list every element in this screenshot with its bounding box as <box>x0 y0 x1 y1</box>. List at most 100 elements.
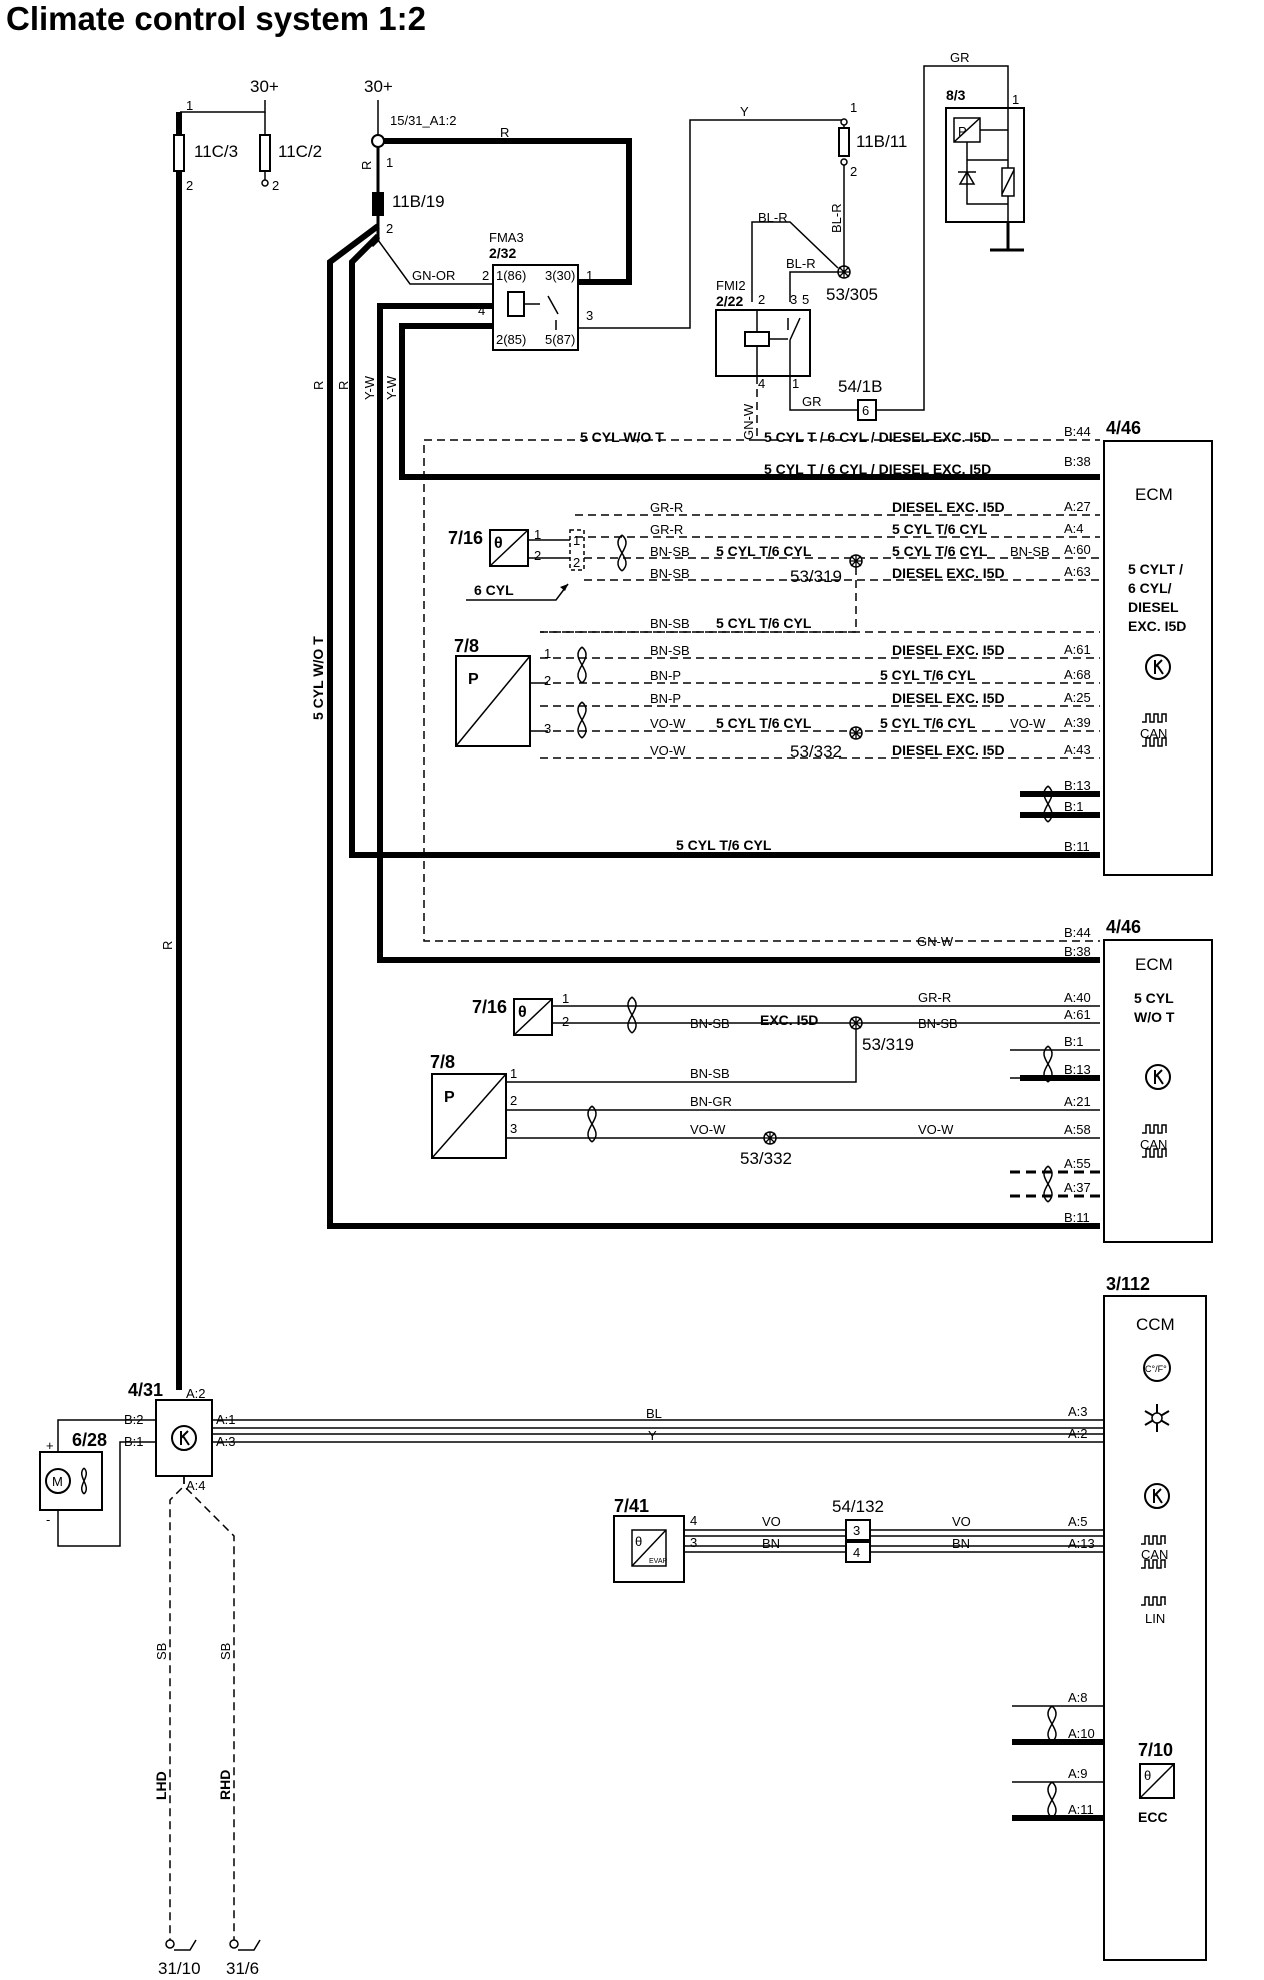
svg-text:3(30): 3(30) <box>545 268 575 283</box>
svg-text:-: - <box>46 1512 50 1527</box>
pin-label: BN-SB <box>650 544 690 559</box>
splice-53-332-top <box>849 726 863 740</box>
pin-label: BN-P <box>650 668 681 683</box>
pin-label: BN-SB <box>650 566 690 581</box>
svg-text:2: 2 <box>272 178 279 193</box>
pin-label: 5 CYL T/6 CYL <box>716 543 812 559</box>
svg-text:4: 4 <box>853 1545 860 1560</box>
component-8-3-label: 8/3 <box>946 87 966 103</box>
pin-label: 5 CYL T/6 CYL <box>880 667 976 683</box>
ecm1-k-icon <box>1145 654 1171 680</box>
svg-text:1: 1 <box>186 98 193 113</box>
lin-icon <box>1141 1596 1166 1606</box>
svg-text:+: + <box>46 1438 54 1453</box>
svg-text:P: P <box>958 124 967 139</box>
wire-yw-2 <box>399 323 1100 480</box>
splice-53-305 <box>837 265 851 279</box>
svg-text:BL-R: BL-R <box>786 256 816 271</box>
svg-text:BN-SB: BN-SB <box>690 1066 730 1081</box>
sensor-7-8-bottom-label: 7/8 <box>430 1052 455 1072</box>
svg-text:1: 1 <box>386 155 393 170</box>
component-7-10-label: 7/10 <box>1138 1740 1173 1760</box>
svg-text:2: 2 <box>482 268 489 283</box>
svg-text:Y: Y <box>740 104 749 119</box>
svg-text:EXC. I5D: EXC. I5D <box>1128 618 1186 634</box>
svg-text:3: 3 <box>790 292 797 307</box>
supply-30-label-1: 30+ <box>250 77 279 96</box>
sensor-7-41-label: 7/41 <box>614 1496 649 1516</box>
svg-text:3: 3 <box>690 1535 697 1550</box>
ccm-pin-A-10: A:10 <box>1068 1726 1095 1741</box>
svg-text:3: 3 <box>544 721 551 736</box>
svg-text:R: R <box>160 941 175 950</box>
svg-text:5(87): 5(87) <box>545 332 575 347</box>
ecm1-pin-A-4: A:4 <box>1064 521 1084 536</box>
svg-text:5 CYL T / 6 CYL / DIESEL EXC.: 5 CYL T / 6 CYL / DIESEL EXC. I5D <box>764 429 991 445</box>
ccm-pin-A-11: A:11 <box>1068 1802 1094 1817</box>
svg-text:1: 1 <box>1012 92 1019 107</box>
pin-label: BN-P <box>650 691 681 706</box>
ecm2-k-icon <box>1145 1064 1171 1090</box>
svg-text:2: 2 <box>544 673 551 688</box>
module-4-31-k-icon <box>171 1425 197 1451</box>
pin-label: BN-SB <box>650 643 690 658</box>
ecm1-pin-A-39: A:39 <box>1064 715 1091 730</box>
ecm1-pin-A-60: A:60 <box>1064 542 1091 557</box>
twist-top-3 <box>577 701 587 739</box>
ecm1-pin-B-13: B:13 <box>1064 778 1091 793</box>
svg-text:SB: SB <box>154 1643 169 1660</box>
wire-yw-1 <box>377 303 1100 963</box>
pin-label: VO-W <box>1010 716 1046 731</box>
svg-text:GN-OR: GN-OR <box>412 268 455 283</box>
module-4-31-label: 4/31 <box>128 1380 163 1400</box>
ecm2-id: 4/46 <box>1106 917 1141 937</box>
fuse-11c2 <box>259 134 271 172</box>
temp-unit-icon <box>1143 1354 1171 1382</box>
svg-text:R: R <box>311 381 326 390</box>
pin-label: 5 CYL T/6 CYL <box>880 715 976 731</box>
svg-text:3: 3 <box>853 1523 860 1538</box>
svg-text:2: 2 <box>186 178 193 193</box>
svg-text:1: 1 <box>544 646 551 661</box>
ecm2-pin-A-61: A:61 <box>1064 1007 1091 1022</box>
pin-label: BN-SB <box>650 616 690 631</box>
ecm2-box <box>1103 939 1213 1243</box>
svg-text:θ: θ <box>494 535 503 552</box>
svg-text:BN: BN <box>762 1536 780 1551</box>
svg-text:2: 2 <box>562 1014 569 1029</box>
svg-text:53/319: 53/319 <box>862 1035 914 1054</box>
svg-text:5 CYL T/6 CYL: 5 CYL T/6 CYL <box>676 837 772 853</box>
svg-text:W/O T: W/O T <box>1134 1009 1175 1025</box>
ecm1-pin-A-25: A:25 <box>1064 690 1091 705</box>
wire-sb-lhd <box>169 1476 185 1940</box>
svg-text:3: 3 <box>586 308 593 323</box>
splice-53-319-bottom <box>849 1016 863 1030</box>
svg-text:4: 4 <box>478 303 485 318</box>
sensor-7-16-top-label: 7/16 <box>448 528 483 548</box>
svg-text:A:2: A:2 <box>186 1386 206 1401</box>
ccm-pin-A-5: A:5 <box>1068 1514 1088 1529</box>
ecm2-pin-B-38: B:38 <box>1064 944 1091 959</box>
wire-r-to-fma3 <box>384 138 632 285</box>
ecm1-pin-B-44: B:44 <box>1064 424 1091 439</box>
svg-text:Y-W: Y-W <box>362 375 377 400</box>
svg-text:GR-R: GR-R <box>918 990 951 1005</box>
svg-text:1: 1 <box>534 527 541 542</box>
svg-text:EXC. I5D: EXC. I5D <box>760 1012 818 1028</box>
splice-53-332-bottom <box>763 1131 777 1145</box>
ecm1-pin-B-1: B:1 <box>1064 799 1084 814</box>
ecm1-name: ECM <box>1135 485 1173 504</box>
ccm-k-icon <box>1144 1483 1170 1509</box>
connector-54-1b-label: 54/1B <box>838 377 882 396</box>
svg-text:CAN: CAN <box>1140 1137 1167 1152</box>
motor-6-28-label: 6/28 <box>72 1430 107 1450</box>
wire-sb-rhd <box>183 1476 235 1940</box>
svg-text:5 CYL W/O T: 5 CYL W/O T <box>580 429 664 445</box>
svg-text:2: 2 <box>510 1093 517 1108</box>
svg-text:BN-SB: BN-SB <box>918 1016 958 1031</box>
ecm2-pin-A-37: A:37 <box>1064 1180 1091 1195</box>
svg-text:VO: VO <box>952 1514 971 1529</box>
svg-text:1: 1 <box>850 100 857 115</box>
ecm1-id: 4/46 <box>1106 418 1141 438</box>
